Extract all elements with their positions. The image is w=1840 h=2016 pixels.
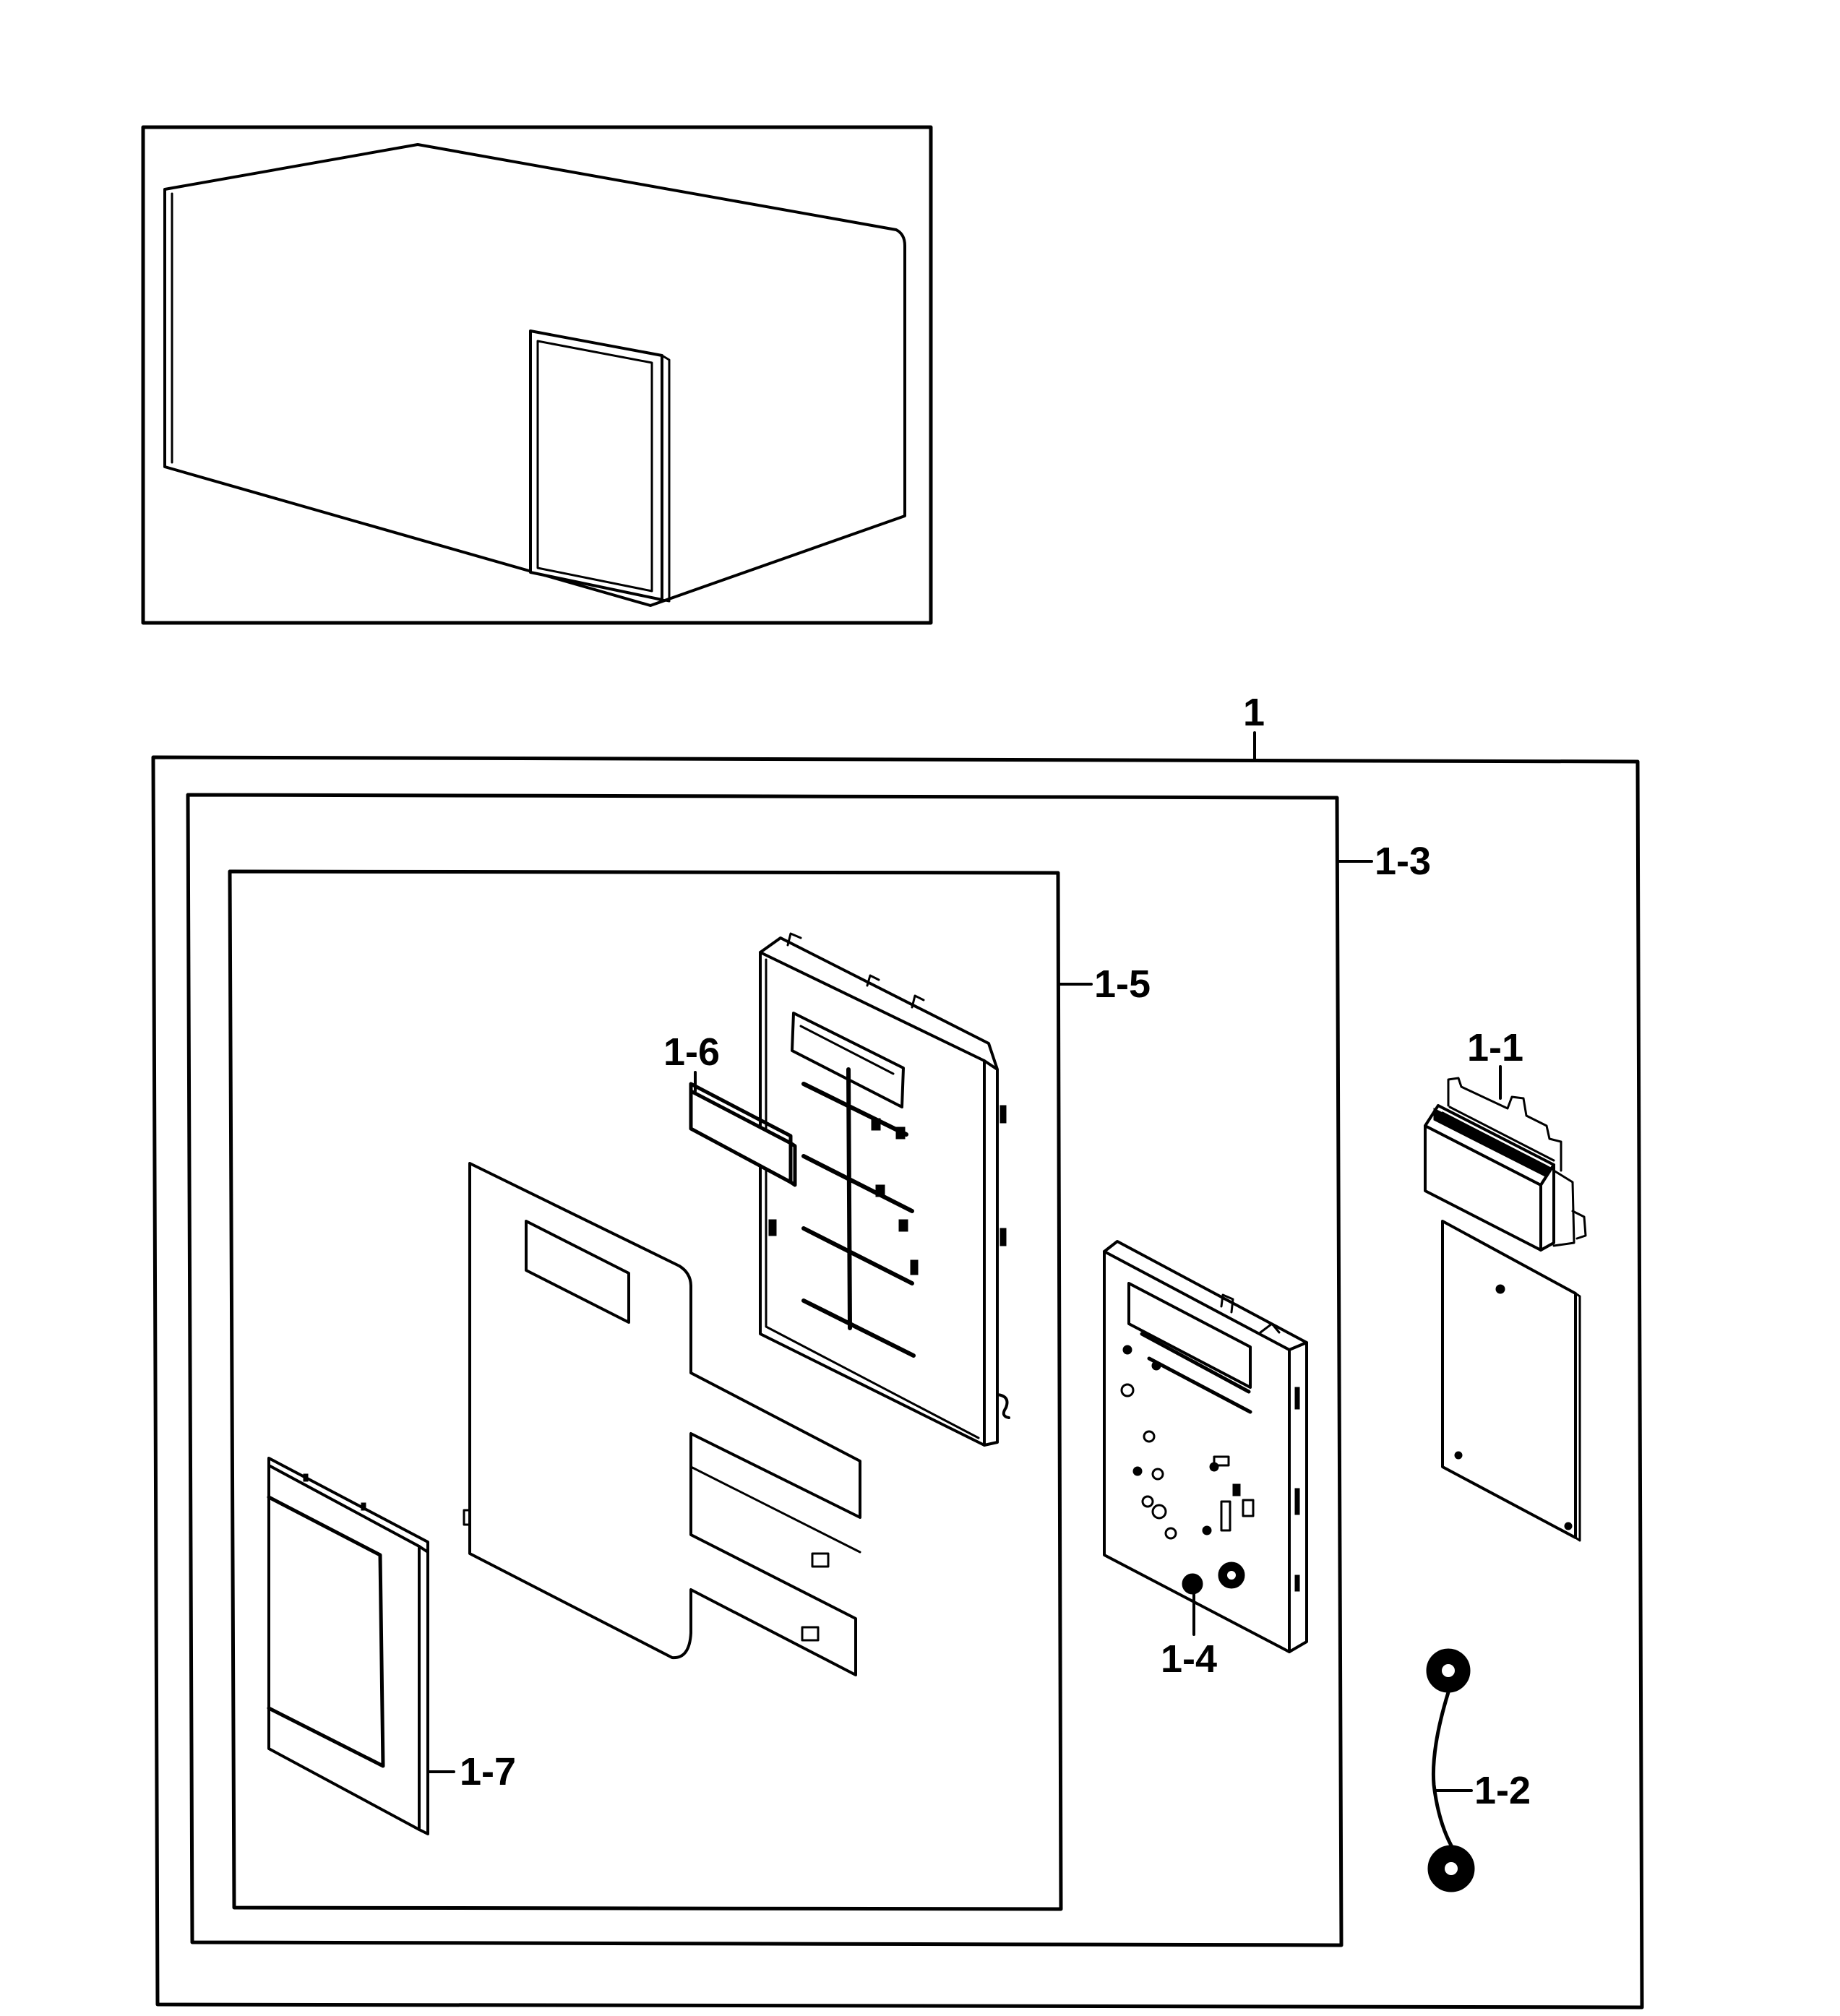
assembly-1-5-frame bbox=[228, 869, 1063, 1911]
main-pcb-part bbox=[1424, 1065, 1587, 1542]
control-panel-frame-part bbox=[759, 932, 1010, 1447]
control-panel-highlight bbox=[529, 329, 671, 603]
wire-harness-part bbox=[1426, 1648, 1475, 1892]
membrane-window bbox=[525, 1220, 630, 1324]
label-1-5: 1-5 bbox=[1094, 962, 1151, 1006]
label-1-4: 1-4 bbox=[1161, 1637, 1217, 1681]
assembly-1-box bbox=[151, 731, 1644, 2009]
membrane-sheet-part bbox=[463, 1162, 861, 1676]
overview-inset bbox=[141, 125, 933, 625]
pcb-holes bbox=[1120, 1345, 1255, 1540]
assembly-1-3-frame bbox=[186, 793, 1344, 1947]
front-panel-cutout bbox=[267, 1495, 385, 1768]
label-1-3: 1-3 bbox=[1375, 840, 1431, 883]
pcb-display-window bbox=[1127, 1282, 1252, 1389]
microwave-body bbox=[163, 143, 906, 607]
pcb-housing-part bbox=[1103, 1240, 1308, 1653]
label-1-2: 1-2 bbox=[1474, 1769, 1531, 1812]
harness-wire bbox=[1431, 1690, 1453, 1848]
label-1: 1 bbox=[1243, 691, 1265, 734]
label-1-6: 1-6 bbox=[663, 1030, 720, 1074]
assembly-1-5-box bbox=[228, 869, 1093, 1911]
front-panel-part bbox=[267, 1457, 455, 1835]
label-1-1: 1-1 bbox=[1467, 1026, 1523, 1069]
pcb-knob-left bbox=[1182, 1573, 1203, 1595]
label-1-7: 1-7 bbox=[460, 1750, 516, 1793]
assembly-1-3-box bbox=[186, 793, 1373, 1947]
overview-frame bbox=[141, 125, 933, 625]
display-filter-part bbox=[689, 1071, 797, 1187]
assembly-1-frame bbox=[151, 755, 1644, 2009]
main-pcb-relay-block bbox=[1424, 1104, 1575, 1252]
